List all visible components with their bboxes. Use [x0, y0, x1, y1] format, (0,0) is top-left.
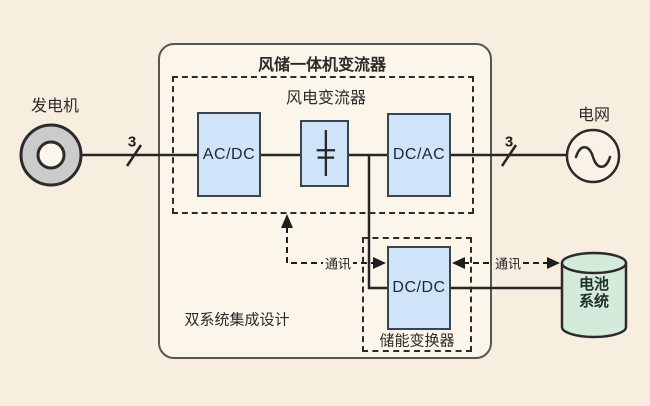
diagram-title: 风储一体机变流器 [257, 57, 387, 74]
dcdc-block-label: DC/DC [392, 279, 446, 296]
storage-converter-label: 储能变换器 [379, 332, 455, 350]
dcac-block-label: DC/AC [392, 146, 446, 163]
dual-system-design-label: 双系统集成设计 [184, 311, 290, 329]
wind-converter-label: 风电变流器 [285, 90, 367, 107]
acdc-block-label: AC/DC [202, 145, 256, 163]
phase-slash-left-icon [125, 144, 143, 167]
storage-converter-outline [362, 237, 472, 352]
arrow-right-icon [547, 257, 560, 269]
generator-icon [19, 123, 83, 187]
dc-link-capacitor-block [300, 120, 349, 187]
phase-count-left: 3 [127, 133, 137, 151]
acdc-block: AC/DC [197, 112, 261, 197]
battery-label-line2: 系统 [578, 293, 610, 310]
generator-label: 发电机 [30, 98, 80, 115]
dcac-block: DC/AC [387, 113, 451, 197]
battery-label-line1: 电池 [578, 276, 610, 293]
phase-slash-right-icon [500, 144, 518, 167]
comm-label-right: 通讯 [492, 253, 524, 273]
battery-cylinder-icon [560, 251, 628, 339]
arrow-up-icon [281, 214, 293, 228]
arrow-right-icon [373, 257, 386, 269]
dc-link-line [367, 155, 387, 290]
comm-label-left: 通讯 [322, 253, 354, 273]
wind-converter-outline [172, 76, 474, 214]
battery-system-label: 电池 系统 [579, 276, 609, 310]
capacitor-icon [316, 130, 336, 176]
arrow-left-icon [452, 257, 465, 269]
phase-count-right: 3 [504, 133, 514, 151]
grid-label: 电网 [577, 107, 611, 124]
grid-ac-source-icon [565, 128, 621, 184]
dcdc-block: DC/DC [387, 246, 451, 330]
